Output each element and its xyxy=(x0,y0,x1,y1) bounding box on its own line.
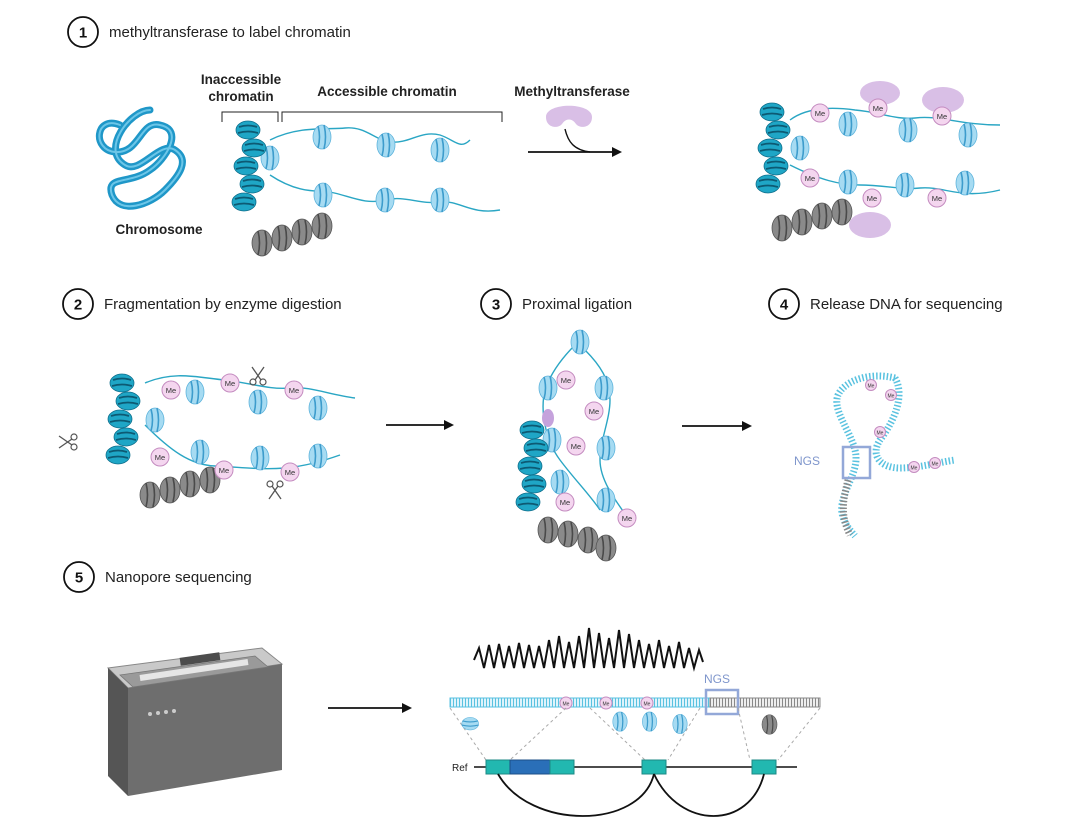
step-number: 5 xyxy=(75,570,83,587)
svg-text:Me: Me xyxy=(873,104,883,113)
svg-text:Me: Me xyxy=(571,442,581,451)
svg-text:Me: Me xyxy=(561,376,571,385)
svg-text:Me: Me xyxy=(877,431,884,437)
svg-text:Me: Me xyxy=(285,468,295,477)
accessible-bracket xyxy=(281,111,503,122)
svg-text:Me: Me xyxy=(603,702,610,708)
step-1-header: 1 methyltransferase to label chromatin xyxy=(67,16,351,48)
ref-label: Ref xyxy=(452,763,468,774)
methyltransferase-label: Methyltransferase xyxy=(514,84,630,99)
step-4-header: 4 Release DNA for sequencing xyxy=(768,288,1003,320)
svg-text:Me: Me xyxy=(932,194,942,203)
methyl-mark-icon: Me Me Me Me Me xyxy=(865,379,941,473)
methyltransferase-enzyme-icon xyxy=(546,105,592,127)
inaccessible-bracket xyxy=(221,111,279,122)
inaccessible-label-line1: Inaccessible xyxy=(201,72,282,87)
reference-track xyxy=(474,759,797,817)
mapping-guides xyxy=(449,707,821,761)
step-number: 2 xyxy=(74,297,82,314)
chromatin-fiber-unlabeled xyxy=(231,120,501,257)
chromosome-label: Chromosome xyxy=(115,222,203,237)
step-title: Release DNA for sequencing xyxy=(810,296,1003,313)
step-5-header: 5 Nanopore sequencing xyxy=(63,561,252,593)
svg-text:Me: Me xyxy=(560,498,570,507)
ngs-read-label: NGS xyxy=(704,672,730,686)
step-title: Nanopore sequencing xyxy=(105,569,252,586)
step-number: 3 xyxy=(492,297,500,314)
svg-text:Me: Me xyxy=(867,194,877,203)
svg-text:Me: Me xyxy=(932,462,939,468)
svg-text:Me: Me xyxy=(644,702,651,708)
svg-text:Me: Me xyxy=(166,386,176,395)
accessible-label: Accessible chromatin xyxy=(317,84,457,99)
step-title: Proximal ligation xyxy=(522,296,632,313)
scissors-icon xyxy=(249,366,267,386)
svg-text:Me: Me xyxy=(622,514,632,523)
step-number: 1 xyxy=(79,25,87,42)
scissors-icon xyxy=(58,433,78,451)
step-3-header: 3 Proximal ligation xyxy=(480,288,632,320)
scissors-icon xyxy=(266,480,284,500)
methyl-mark-icon: Me Me Me Me Me Me xyxy=(150,373,304,482)
chromatin-fiber-labeled xyxy=(755,81,1001,242)
nucleosome-icon xyxy=(461,711,778,735)
svg-text:Me: Me xyxy=(805,174,815,183)
chromosome-icon xyxy=(96,106,186,210)
sequencer-icon xyxy=(106,647,284,796)
svg-text:Me: Me xyxy=(815,109,825,118)
step-number: 4 xyxy=(780,297,789,314)
inaccessible-label-line2: chromatin xyxy=(208,89,273,104)
step-2-header: 2 Fragmentation by enzyme digestion xyxy=(62,288,342,320)
svg-text:Me: Me xyxy=(289,386,299,395)
svg-text:Me: Me xyxy=(219,466,229,475)
methyl-mark-icon: Me Me Me xyxy=(559,696,654,710)
svg-text:Me: Me xyxy=(589,407,599,416)
methyl-mark-icon: Me Me Me Me Me Me xyxy=(800,98,952,208)
chromatin-ligation xyxy=(515,329,629,562)
svg-text:Me: Me xyxy=(937,112,947,121)
svg-text:Me: Me xyxy=(868,384,875,390)
step1-arrow-curve xyxy=(564,128,591,153)
step-title: methyltransferase to label chromatin xyxy=(109,24,351,41)
sequence-read xyxy=(449,688,821,716)
svg-text:Me: Me xyxy=(888,394,895,400)
step-title: Fragmentation by enzyme digestion xyxy=(104,296,342,313)
chromatin-fragmentation xyxy=(105,373,356,509)
svg-text:Me: Me xyxy=(563,702,570,708)
ngs-label: NGS xyxy=(794,454,820,468)
signal-trace-icon xyxy=(473,627,704,672)
methyl-mark-icon: Me Me Me Me Me xyxy=(555,370,637,528)
svg-text:Me: Me xyxy=(225,379,235,388)
svg-text:Me: Me xyxy=(911,466,918,472)
released-dna xyxy=(833,372,956,539)
svg-text:Me: Me xyxy=(155,453,165,462)
